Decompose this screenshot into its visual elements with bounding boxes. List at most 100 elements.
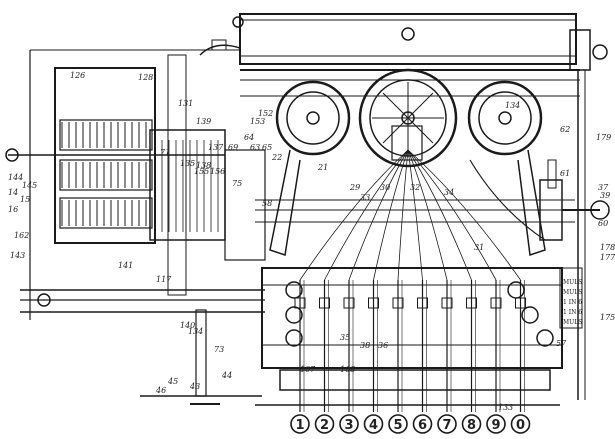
ref-numeral-22: 22 <box>271 153 282 162</box>
ref-numeral-153: 153 <box>250 117 265 126</box>
ref-numeral-65: 65 <box>262 143 272 152</box>
ref-numeral-45: 45 <box>167 377 178 386</box>
key-3 <box>339 414 359 434</box>
key-8 <box>461 414 482 434</box>
key-label-6: 6 <box>418 418 427 433</box>
ref-numeral-141: 141 <box>118 261 133 270</box>
side-plate-line: MULS <box>563 289 582 296</box>
linkage-8 <box>407 149 472 281</box>
key-block-5 <box>392 297 404 309</box>
ref-numeral-15: 15 <box>20 195 30 204</box>
ref-numeral-134: 134 <box>505 101 520 110</box>
key-block-4 <box>368 297 379 309</box>
ref-numeral-140: 140 <box>180 321 195 330</box>
ref-numeral-44: 44 <box>221 371 232 380</box>
ref-numeral-117: 117 <box>156 275 172 284</box>
ref-numeral-34: 34 <box>444 188 454 197</box>
ref-numeral-69: 69 <box>228 143 238 152</box>
ref-numeral-61: 61 <box>560 169 570 178</box>
key-label-8: 8 <box>467 418 476 433</box>
ref-numeral-177: 177 <box>600 253 615 262</box>
ref-numeral-58: 58 <box>262 199 272 208</box>
ref-numeral-39: 39 <box>600 191 610 200</box>
linkage-7 <box>407 149 448 281</box>
ref-numeral-31: 31 <box>474 243 484 252</box>
ref-numeral-162: 162 <box>14 231 29 240</box>
ref-numeral-57: 57 <box>556 339 567 348</box>
carriage-roller <box>199 13 608 97</box>
ref-numeral-108: 108 <box>340 365 355 374</box>
counter-mechanism <box>5 49 575 405</box>
linkage-1 <box>299 149 409 281</box>
key-block-3 <box>343 297 355 309</box>
key-label-5: 5 <box>393 418 402 433</box>
key-block-8 <box>466 297 477 309</box>
ref-numeral-144: 144 <box>8 173 23 182</box>
ref-numeral-33: 33 <box>360 193 370 202</box>
linkage-5 <box>397 149 409 281</box>
ref-numeral-60: 60 <box>598 219 608 228</box>
key-block-7 <box>441 297 453 309</box>
key-6 <box>412 414 433 434</box>
linkage-6 <box>407 149 423 281</box>
key-0 <box>510 414 531 434</box>
ref-numeral-133: 133 <box>498 403 513 412</box>
key-block-2 <box>319 297 330 309</box>
side-plate-line: MULS <box>563 319 582 326</box>
key-1 <box>290 414 310 434</box>
ref-numeral-73: 73 <box>214 345 224 354</box>
ref-numeral-178: 178 <box>600 243 615 252</box>
ref-numeral-107: 107 <box>300 365 316 374</box>
key-block-9 <box>490 297 502 309</box>
ref-numeral-21: 21 <box>317 163 328 172</box>
ref-numeral-71: 71 <box>160 148 170 157</box>
ref-numeral-46: 46 <box>155 386 166 395</box>
key-block-6 <box>417 297 428 309</box>
key-4 <box>363 414 384 434</box>
ref-numeral-143: 143 <box>10 251 25 260</box>
key-label-3: 3 <box>344 418 353 433</box>
ref-numeral-137: 137 <box>208 143 224 152</box>
key-label-9: 9 <box>491 418 500 433</box>
linkage-3 <box>348 149 409 281</box>
side-plate-line: 1 IN 6 <box>563 309 582 316</box>
ref-numeral-152: 152 <box>258 109 273 118</box>
side-plate-line: 1 IN 6 <box>563 299 582 306</box>
key-block-1 <box>294 297 306 309</box>
ref-numeral-37: 37 <box>598 183 609 192</box>
key-7 <box>437 414 457 434</box>
key-block-0 <box>515 297 526 309</box>
ref-numeral-64: 64 <box>244 133 254 142</box>
key-label-0: 0 <box>516 418 525 433</box>
ref-numeral-175: 175 <box>600 313 615 322</box>
ref-numeral-62: 62 <box>560 125 570 134</box>
linkage-0 <box>407 149 521 281</box>
ribbon-spool-right <box>467 80 543 156</box>
key-label-2: 2 <box>320 418 329 433</box>
ref-numeral-155: 155 <box>194 167 209 176</box>
ref-numeral-30: 30 <box>380 183 390 192</box>
key-stems <box>294 280 526 412</box>
ref-numeral-75: 75 <box>232 179 242 188</box>
ref-numeral-38: 38 <box>360 341 370 350</box>
key-label-1: 1 <box>295 418 304 433</box>
ref-numeral-134: 134 <box>188 327 203 336</box>
ref-numeral-32: 32 <box>410 183 420 192</box>
ref-numeral-36: 36 <box>378 341 388 350</box>
ref-numeral-14: 14 <box>8 188 18 197</box>
ref-numeral-16: 16 <box>8 205 18 214</box>
ref-numeral-156: 156 <box>210 167 225 176</box>
ref-numeral-131: 131 <box>178 99 193 108</box>
linkage-4 <box>373 149 409 281</box>
key-label-4: 4 <box>369 418 378 433</box>
key-2 <box>314 414 335 434</box>
center-drive-wheel <box>358 68 458 168</box>
ref-numeral-139: 139 <box>196 117 211 126</box>
key-label-7: 7 <box>442 418 451 433</box>
linkage-2 <box>324 149 409 281</box>
counter-teeth <box>61 122 219 232</box>
